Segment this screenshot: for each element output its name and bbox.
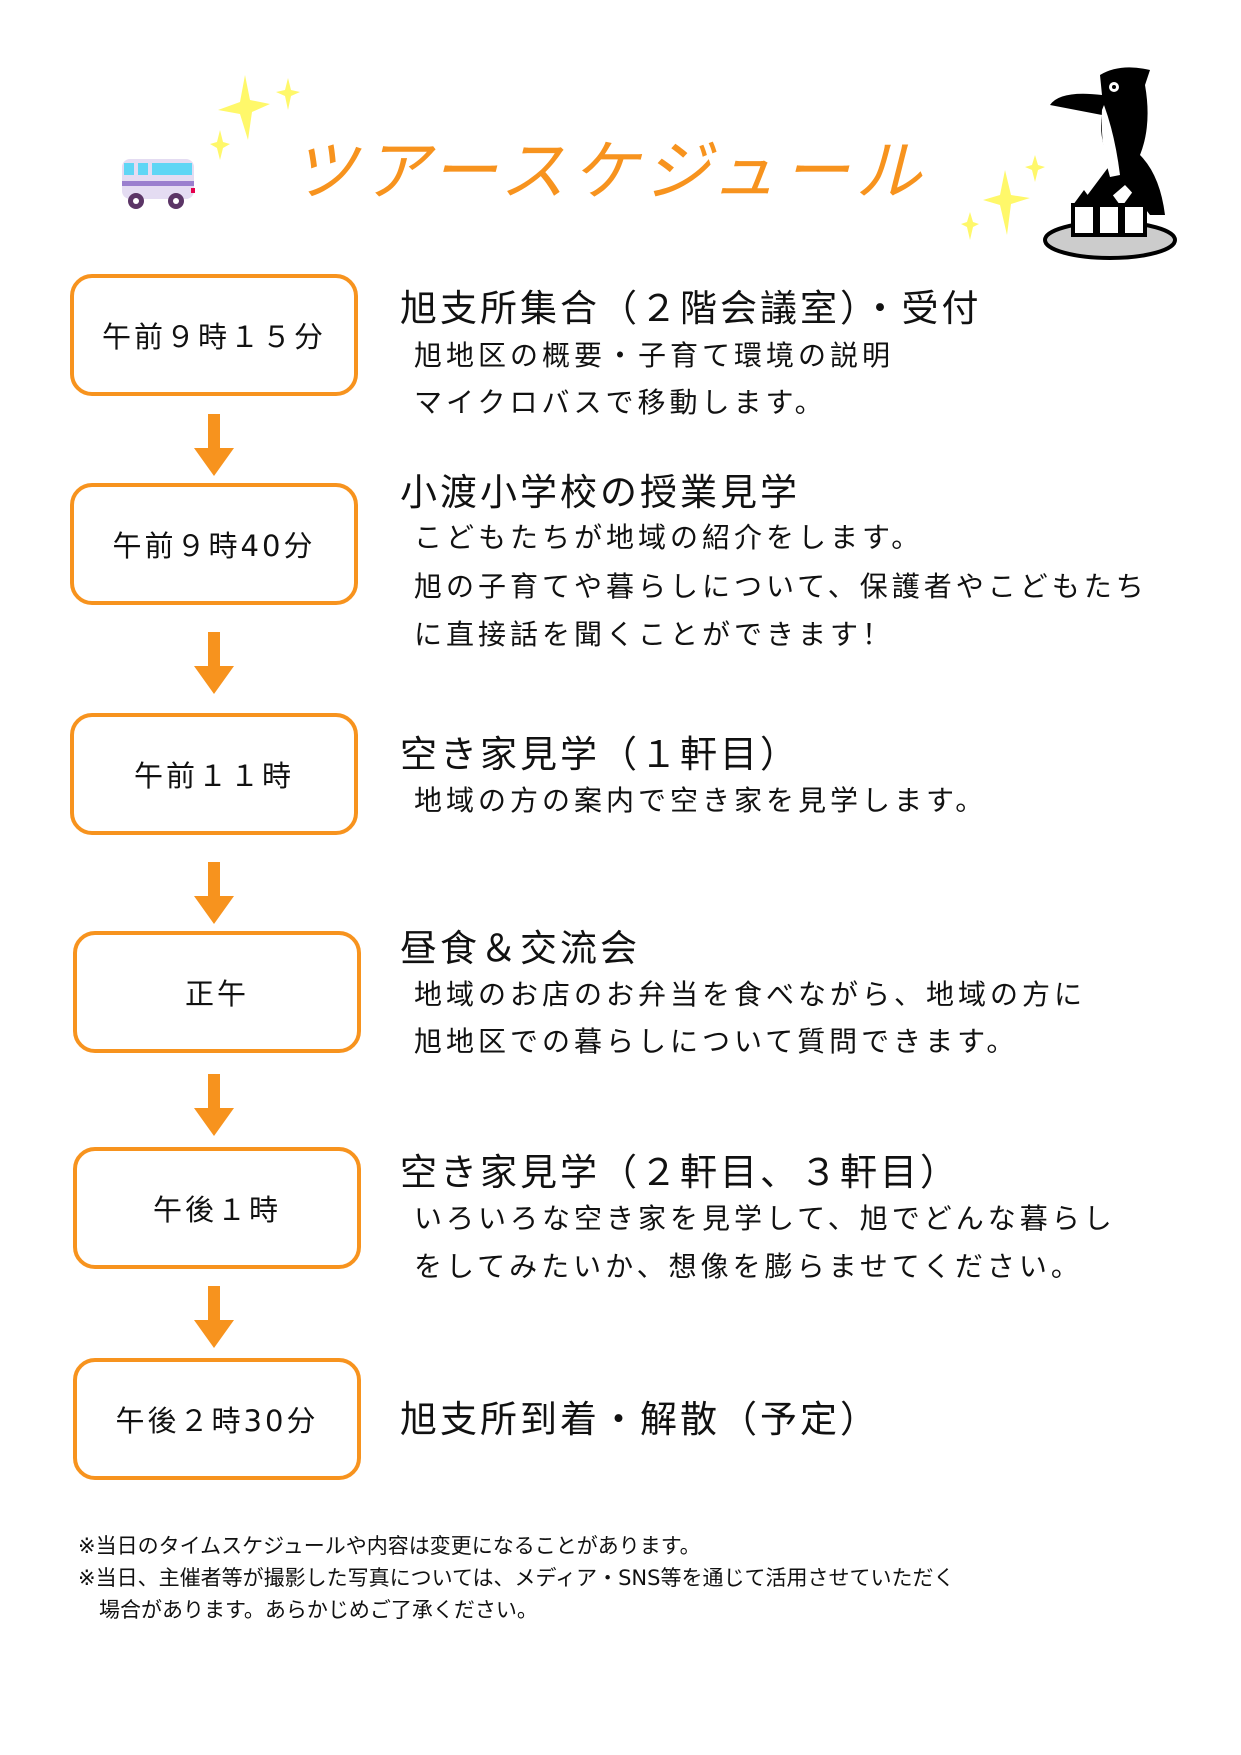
stars-left-icon [210, 75, 300, 160]
arrow-down-icon [194, 632, 234, 694]
time-box: 正午 [73, 931, 361, 1053]
arrow-down-icon [194, 1074, 234, 1136]
page-title: ツアースケジュール [291, 133, 928, 210]
event-title: 空き家見学（１軒目） [400, 733, 800, 776]
stars-right-icon [961, 155, 1045, 240]
footnote: ※当日、主催者等が撮影した写真については、メディア・SNS等を通じて活用させてい… [78, 1566, 955, 1590]
footnote: ※当日のタイムスケジュールや内容は変更になることがあります。 [78, 1534, 701, 1558]
event-description: 地域の方の案内で空き家を見学します。 [414, 784, 988, 817]
event-title: 旭支所到着・解散（予定） [400, 1398, 880, 1441]
time-box: 午前１１時 [70, 713, 358, 835]
time-box: 午前９時40分 [70, 483, 358, 605]
event-description: に直接話を聞くことができます！ [414, 618, 895, 651]
event-description: こどもたちが地域の紹介をします。 [414, 521, 924, 554]
event-title: 旭支所集合（２階会議室）・受付 [400, 287, 982, 330]
event-title: 昼食＆交流会 [400, 927, 640, 970]
event-description: いろいろな空き家を見学して、旭でどんな暮らし [414, 1202, 1116, 1235]
event-description: 旭地区での暮らしについて質問できます。 [414, 1025, 1019, 1058]
event-description: 旭地区の概要・子育て環境の説明 [414, 339, 895, 372]
time-box: 午後２時30分 [73, 1358, 361, 1480]
footnote: 場合があります。あらかじめご了承ください。 [78, 1598, 538, 1622]
event-title: 小渡小学校の授業見学 [400, 471, 800, 514]
arrow-down-icon [194, 1286, 234, 1348]
time-box: 午前９時１５分 [70, 274, 358, 396]
arrow-down-icon [194, 414, 234, 476]
time-box: 午後１時 [73, 1147, 361, 1269]
event-description: をしてみたいか、想像を膨らませてください。 [414, 1250, 1083, 1283]
arrow-down-icon [194, 862, 234, 924]
penguin-mascot-icon [1043, 67, 1177, 260]
event-description: 地域のお店のお弁当を食べながら、地域の方に [414, 978, 1087, 1011]
event-description: 旭の子育てや暮らしについて、保護者やこどもたち [414, 570, 1148, 603]
event-description: マイクロバスで移動します。 [414, 386, 827, 419]
event-title: 空き家見学（２軒目、３軒目） [400, 1151, 960, 1194]
bus-icon [122, 159, 195, 209]
